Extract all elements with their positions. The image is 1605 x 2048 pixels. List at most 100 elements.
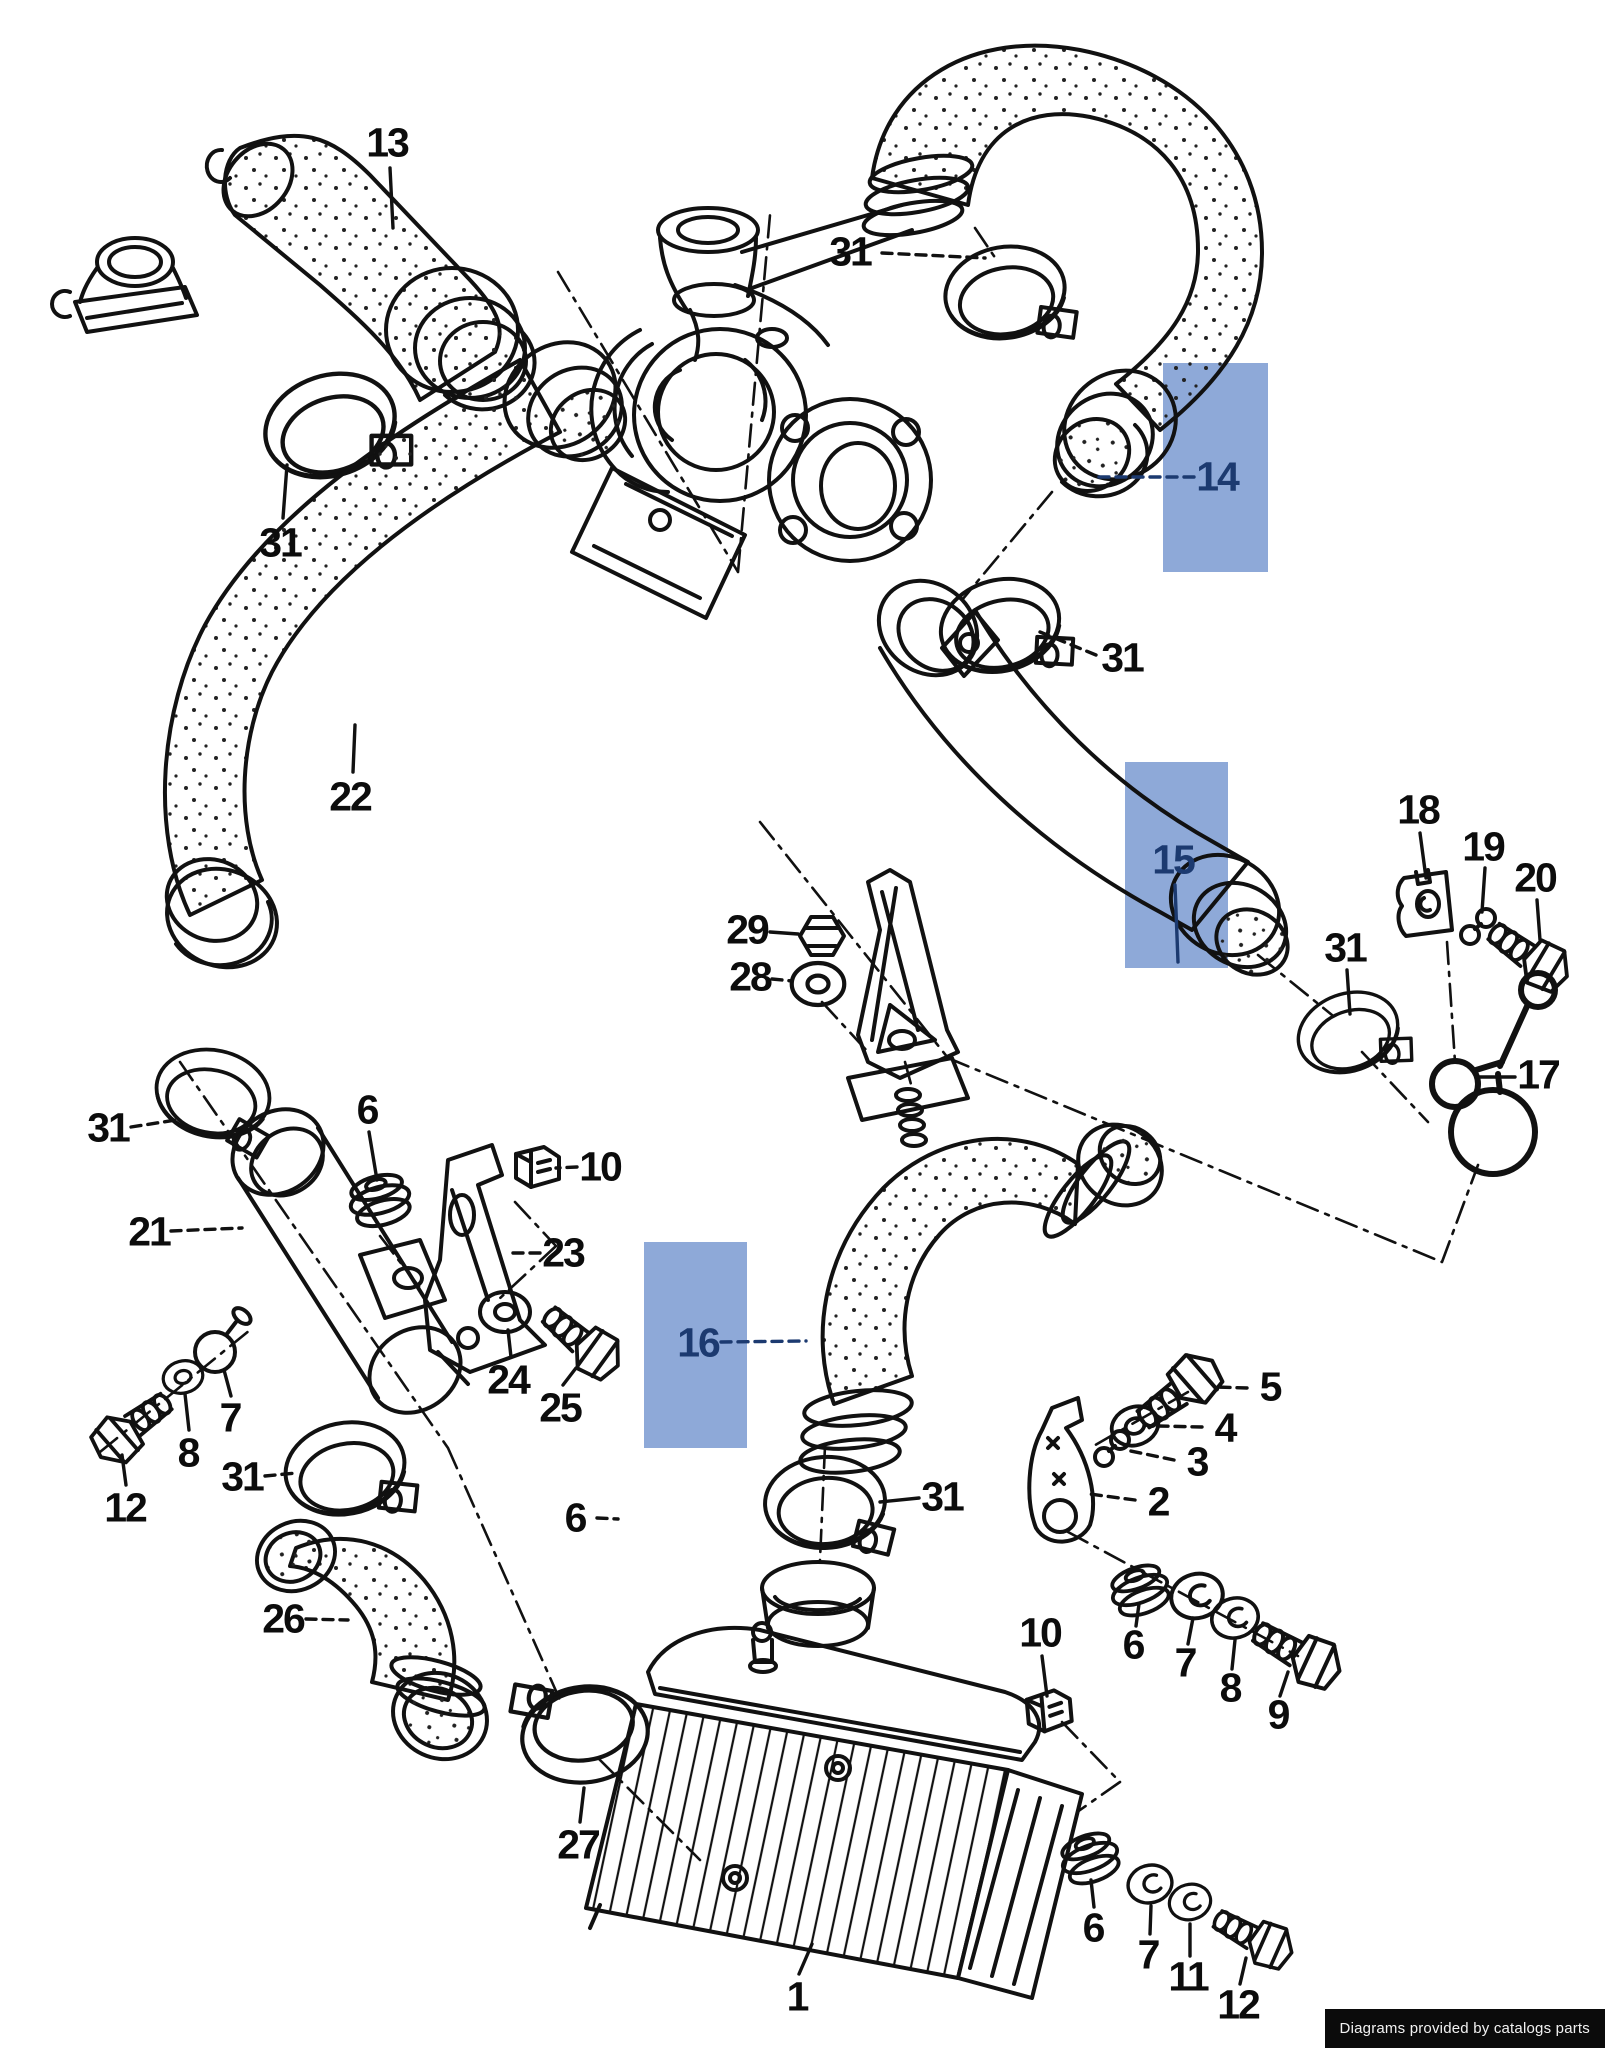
part-callout-31[interactable]: 31 [221, 1453, 265, 1500]
part-callout-31[interactable]: 31 [259, 519, 303, 566]
part-callout-27[interactable]: 27 [557, 1821, 601, 1868]
part-callout-26[interactable]: 26 [262, 1595, 306, 1642]
leader-line-7 [222, 1368, 233, 1398]
part-callout-1[interactable]: 1 [786, 1973, 810, 2020]
leader-line-31 [878, 1496, 921, 1504]
leader-line-28 [770, 977, 794, 983]
leader-line-15 [1173, 883, 1180, 964]
part-callout-10[interactable]: 10 [579, 1143, 623, 1190]
leader-line-16 [719, 1339, 808, 1344]
part-callout-6[interactable]: 6 [1082, 1904, 1106, 1951]
leader-line-19 [1480, 866, 1487, 914]
leader-line-22 [351, 723, 357, 774]
leader-line-25 [561, 1366, 578, 1387]
leader-line-31 [1038, 630, 1098, 657]
part-callout-25[interactable]: 25 [539, 1384, 583, 1431]
part-callout-7[interactable]: 7 [219, 1394, 243, 1441]
leader-line-6 [367, 1130, 379, 1182]
leader-line-8 [183, 1392, 191, 1432]
leader-line-6 [1134, 1602, 1141, 1628]
part-callout-31[interactable]: 31 [87, 1104, 131, 1151]
air-hose-22-drawing [162, 340, 628, 970]
part-callout-5[interactable]: 5 [1259, 1363, 1283, 1410]
part-callout-12[interactable]: 12 [104, 1484, 148, 1531]
bracket-23-drawing [342, 1143, 633, 1390]
part-callout-23[interactable]: 23 [542, 1229, 586, 1276]
highlight-box-16 [644, 1242, 747, 1448]
part-callout-15[interactable]: 15 [1152, 836, 1196, 883]
part-callout-6[interactable]: 6 [564, 1494, 588, 1541]
part-callout-2[interactable]: 2 [1147, 1478, 1171, 1525]
leader-line-10 [1040, 1654, 1049, 1698]
leader-line-27 [578, 1786, 586, 1824]
intercooler-drawing [584, 1560, 1084, 2000]
part-callout-29[interactable]: 29 [726, 906, 770, 953]
leader-line-6 [595, 1516, 620, 1521]
leader-line-12 [1238, 1956, 1248, 1986]
part-callout-31[interactable]: 31 [921, 1473, 965, 1520]
leader-line-12 [120, 1453, 128, 1487]
leader-line-31 [129, 1118, 178, 1129]
retainer-parts-drawing [1395, 868, 1581, 1177]
mount-hardware-left-drawing [82, 1306, 253, 1475]
leader-line-9 [1278, 1670, 1290, 1698]
part-callout-7[interactable]: 7 [1174, 1639, 1198, 1686]
leader-line-7 [1186, 1616, 1195, 1646]
part-callout-3[interactable]: 3 [1186, 1438, 1210, 1485]
part-callout-8[interactable]: 8 [1219, 1664, 1243, 1711]
part-callout-13[interactable]: 13 [366, 119, 410, 166]
leader-line-31 [1345, 968, 1352, 1016]
leader-line-29 [768, 930, 800, 936]
leader-line-20 [1535, 898, 1542, 942]
leader-lines [120, 166, 1542, 1986]
turbocharger-drawing [570, 203, 933, 620]
part-callout-19[interactable]: 19 [1462, 823, 1506, 870]
clip-18-icon [1395, 870, 1454, 938]
connecting-pipe-15-drawing [876, 578, 1290, 977]
ball-stud-7-icon [193, 1330, 237, 1374]
part-callout-8[interactable]: 8 [177, 1429, 201, 1476]
leader-line-1 [797, 1942, 814, 1976]
part-callout-22[interactable]: 22 [329, 773, 373, 820]
flange-fitting-drawing [50, 236, 199, 334]
part-callout-31[interactable]: 31 [829, 228, 873, 275]
part-callout-9[interactable]: 9 [1267, 1691, 1291, 1738]
leader-line-8 [1230, 1638, 1237, 1671]
watermark-badge: Diagrams provided by catalogs parts [1324, 2009, 1605, 2048]
air-hose-26-drawing [255, 1518, 489, 1762]
part-callout-28[interactable]: 28 [729, 953, 773, 1000]
part-callout-10[interactable]: 10 [1019, 1609, 1063, 1656]
part-callout-6[interactable]: 6 [356, 1086, 380, 1133]
part-callout-17[interactable]: 17 [1517, 1051, 1561, 1098]
charge-air-hose-16-drawing [798, 1122, 1164, 1475]
support-bracket-drawing [792, 868, 970, 1148]
leader-line-24 [506, 1328, 513, 1359]
bracket-2-drawing [1024, 1345, 1352, 1735]
part-callout-31[interactable]: 31 [1324, 924, 1368, 971]
leader-line-5 [1214, 1385, 1249, 1390]
leader-line-2 [1088, 1492, 1137, 1502]
leader-line-18 [1418, 831, 1428, 880]
leader-line-6 [1089, 1878, 1096, 1909]
part-callout-21[interactable]: 21 [128, 1208, 172, 1255]
part-callout-20[interactable]: 20 [1514, 854, 1558, 901]
part-callout-4[interactable]: 4 [1214, 1404, 1238, 1451]
charge-air-hose-14-drawing [861, 43, 1264, 499]
nut-29-icon [798, 915, 846, 957]
part-callout-16[interactable]: 16 [677, 1319, 721, 1366]
part-callout-18[interactable]: 18 [1397, 786, 1441, 833]
leader-line-10 [554, 1165, 579, 1170]
part-callout-31[interactable]: 31 [1101, 634, 1145, 681]
part-callout-7[interactable]: 7 [1137, 1931, 1161, 1978]
part-callout-6[interactable]: 6 [1122, 1621, 1146, 1668]
part-callout-14[interactable]: 14 [1196, 453, 1240, 500]
part-callout-24[interactable]: 24 [487, 1356, 531, 1403]
part-callout-12[interactable]: 12 [1217, 1981, 1261, 2028]
pipe-21-drawing [230, 1107, 463, 1415]
part-callout-11[interactable]: 11 [1168, 1953, 1209, 2000]
leader-line-21 [169, 1226, 244, 1233]
leader-line-13 [388, 166, 395, 230]
